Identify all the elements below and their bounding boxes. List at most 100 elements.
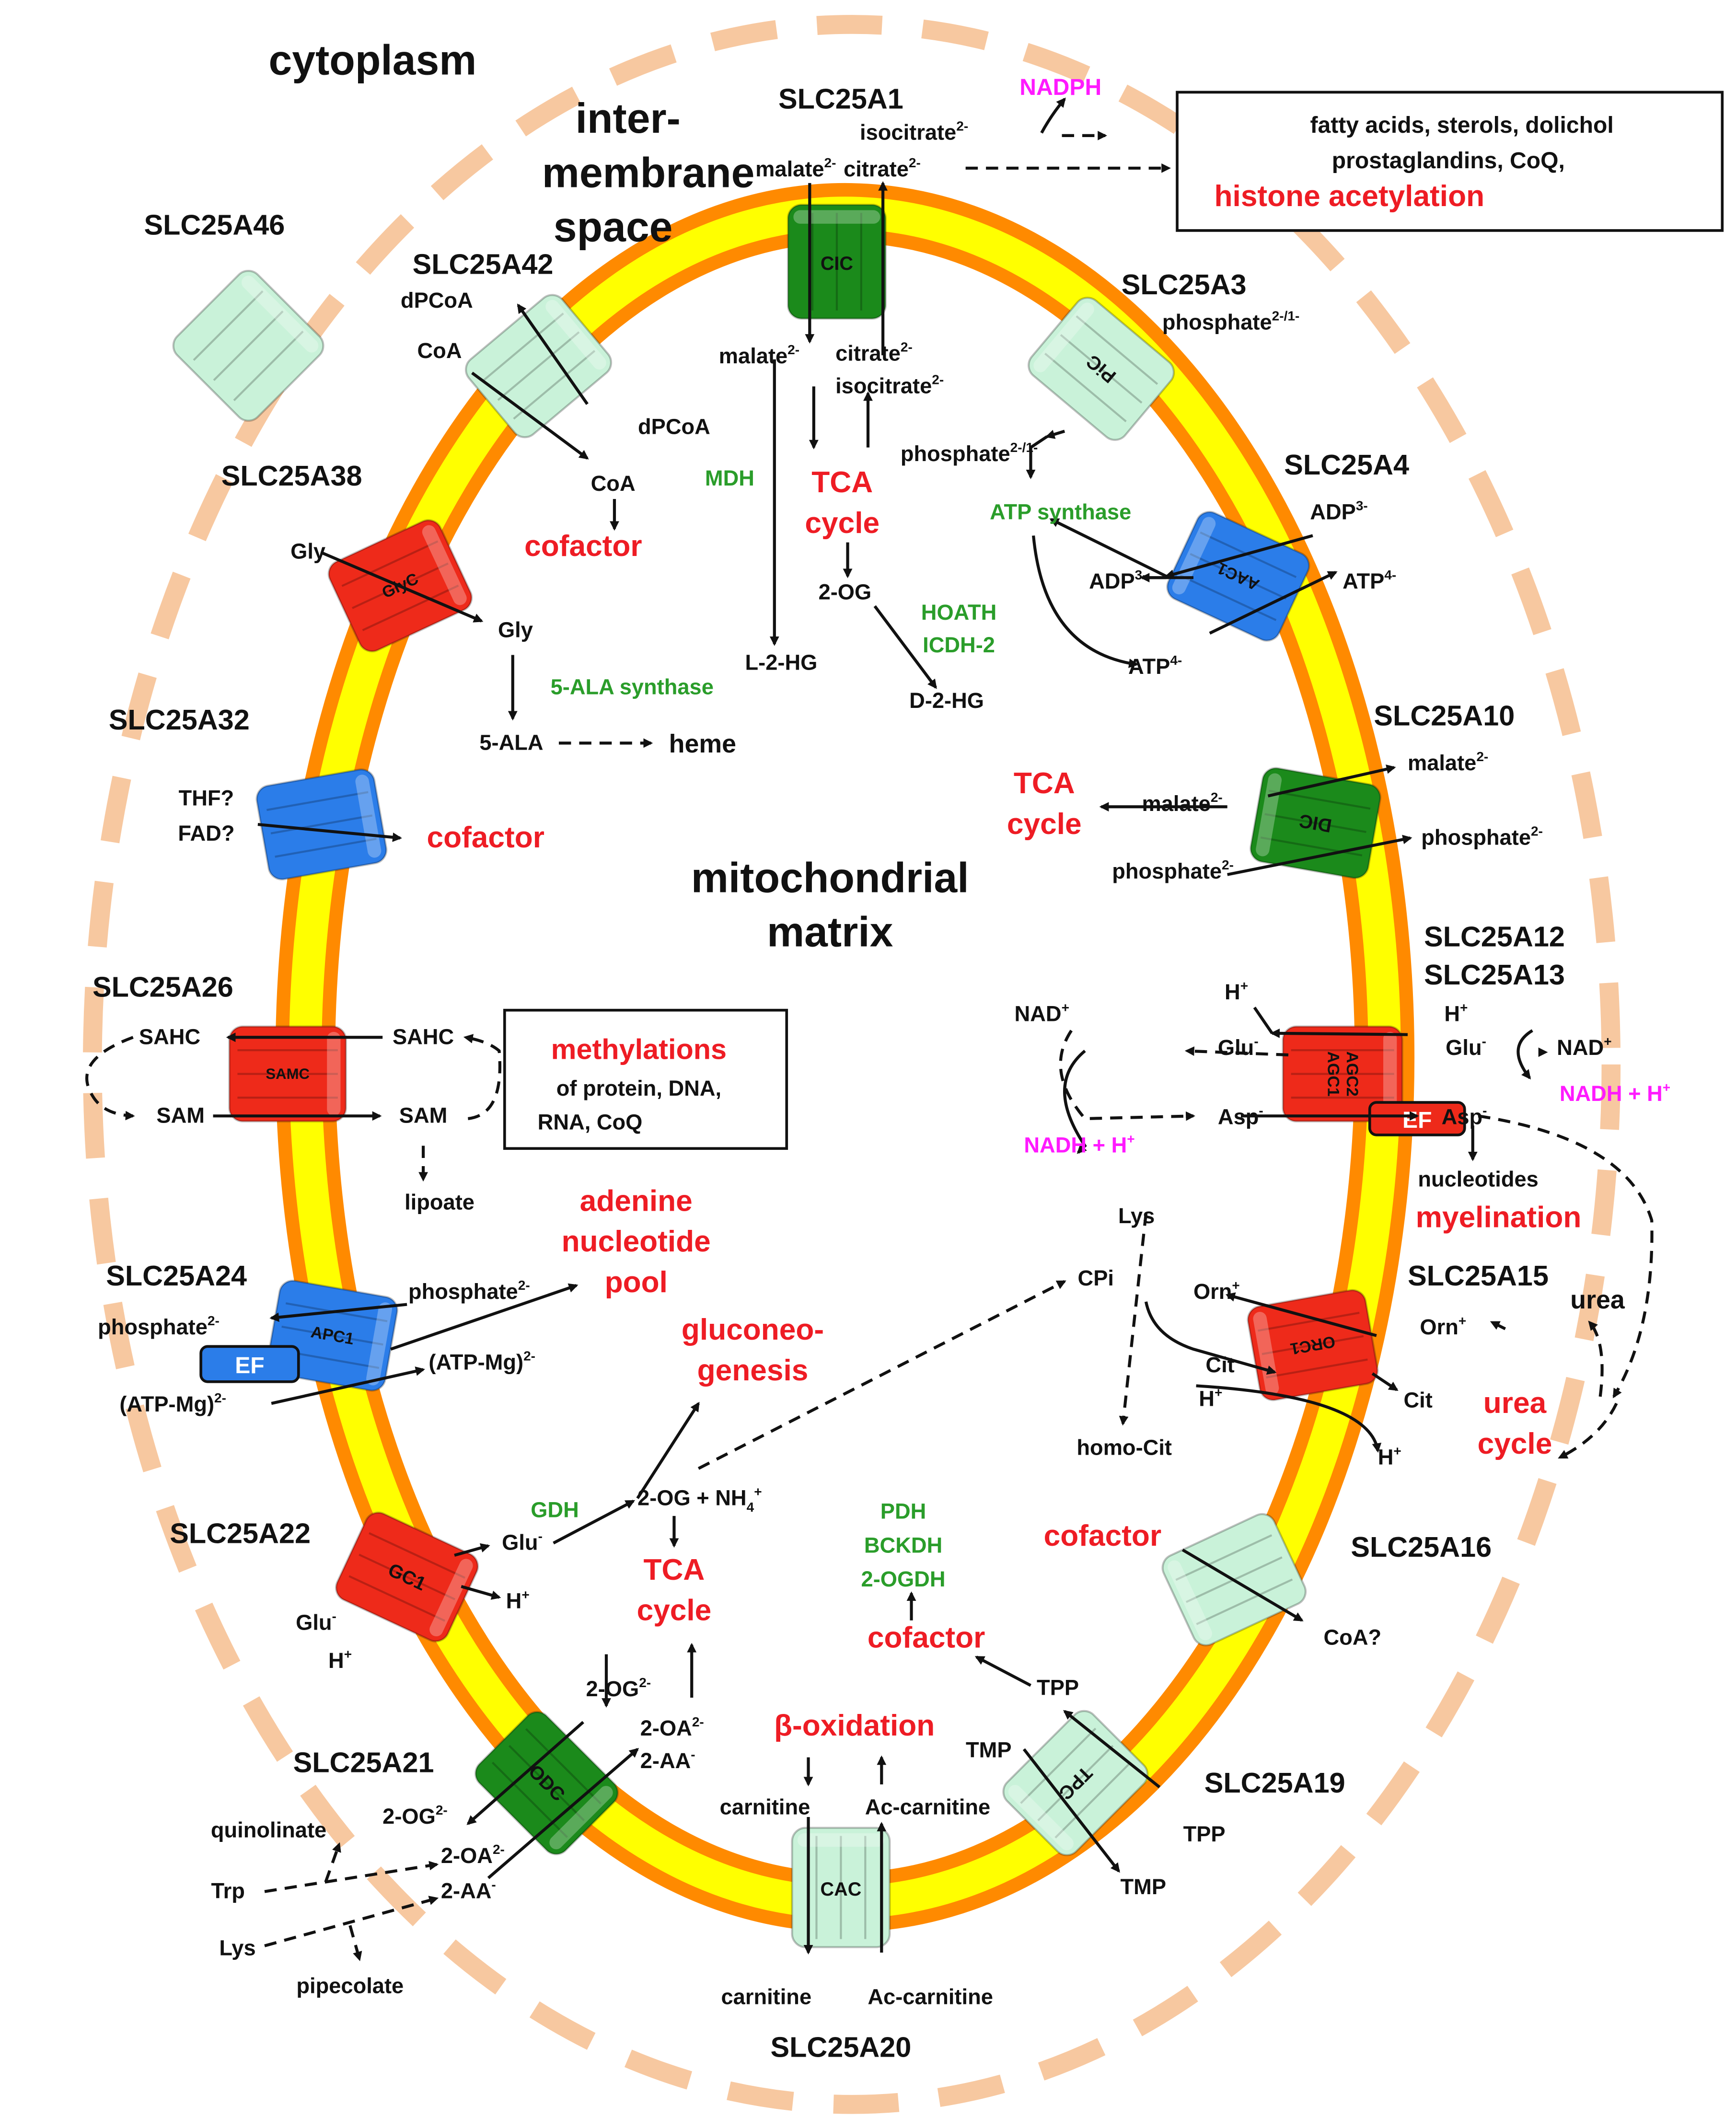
arrow [1184, 1046, 1289, 1057]
reaction-arrows [85, 97, 1654, 1961]
label-93: 2-OG2- [586, 1675, 651, 1701]
label-41: SAHC [139, 1024, 200, 1049]
region-cytoplasm: cytoplasm [269, 37, 477, 84]
carrier-cac [791, 1827, 891, 1948]
label-71: urea [1570, 1285, 1625, 1314]
carrier-agc-label-1: AGC1 [1324, 1051, 1342, 1096]
arrow [257, 822, 402, 842]
label-27: Gly [290, 539, 325, 564]
arrow [463, 1034, 502, 1121]
arrow [1270, 1029, 1408, 1038]
carrier-glyc: GlyC [327, 519, 473, 653]
arrow [1478, 1114, 1654, 1399]
label-24: ADP3- [1089, 567, 1147, 593]
label-39: phosphate2- [1421, 823, 1543, 849]
label-26: ATP4- [1128, 653, 1182, 679]
carrier-pic: PiC [1028, 297, 1175, 441]
label-12: ICDH-2 [923, 633, 995, 657]
gene-slc25a16: SLC25A16 [1351, 1531, 1492, 1563]
label-30: 5-ALA [479, 730, 543, 754]
gene-slc25a1: SLC25A1 [778, 82, 903, 115]
methylations-box [503, 1008, 788, 1150]
arrow [324, 1842, 341, 1883]
label-1: isocitrate2- [860, 118, 968, 144]
label-70: Orn+ [1420, 1313, 1466, 1339]
arrow [1181, 1548, 1304, 1622]
region-intermembrane-2: membrane [542, 149, 755, 196]
label-50: Glu- [1446, 1034, 1486, 1060]
label-49: Glu- [1218, 1034, 1259, 1060]
label-75: H+ [1378, 1443, 1401, 1469]
label-64: (ATP-Mg)2- [119, 1390, 226, 1416]
region-intermembrane-3: space [554, 204, 673, 251]
label-111: TMP [1121, 1875, 1167, 1899]
arrow [1144, 1301, 1277, 1375]
label-15: dPCoA [401, 288, 473, 312]
label-46: NAD+ [1015, 1000, 1069, 1026]
gene-slc25a20: SLC25A20 [770, 2031, 911, 2063]
gene-slc25a3: SLC25A3 [1122, 268, 1247, 301]
arrow [1059, 1030, 1195, 1121]
label-66: genesis [697, 1354, 809, 1387]
label-47: H+ [1225, 978, 1248, 1004]
label-110: TPP [1183, 1822, 1226, 1846]
arrow [269, 1303, 407, 1322]
carrier-gc1: GC1 [335, 1511, 479, 1643]
label-84: H+ [328, 1647, 352, 1673]
label-82: H+ [506, 1587, 530, 1613]
gene-slc25a19: SLC25A19 [1204, 1767, 1345, 1799]
label-57: myelination [1416, 1201, 1582, 1234]
label-60: pool [605, 1266, 668, 1299]
label-92: CoA? [1324, 1625, 1382, 1650]
box-top-line2: prostaglandins, CoQ, [1332, 148, 1565, 174]
carrier-orc1: ORC1 [1247, 1289, 1379, 1401]
carrier-slc25a46 [172, 269, 324, 422]
gene-slc25a26: SLC25A26 [93, 971, 233, 1003]
gene-slc25a15: SLC25A15 [1408, 1260, 1549, 1292]
label-89: 2-OGDH [861, 1567, 946, 1591]
label-31: heme [669, 729, 736, 758]
box-meth-line3: RNA, CoQ [538, 1110, 643, 1134]
arrow [390, 1283, 579, 1351]
label-44: SAM [399, 1103, 448, 1127]
label-10: 2-OG [819, 579, 872, 604]
arrow [1063, 1710, 1161, 1789]
arrow [873, 605, 937, 689]
label-21: phosphate2-/1- [901, 440, 1038, 466]
label-81: Glu- [502, 1529, 543, 1555]
arrow [461, 1585, 501, 1600]
arrow [697, 1280, 1066, 1470]
gene-slc25a42: SLC25A42 [413, 248, 554, 280]
gene-slc25a10: SLC25A10 [1374, 700, 1515, 732]
label-14: D-2-HG [909, 688, 984, 713]
label-28: Gly [498, 618, 533, 642]
label-99: 2-AA- [441, 1877, 496, 1903]
label-77: cycle [1478, 1427, 1552, 1460]
arrow [264, 1896, 439, 1947]
label-8: TCA [811, 466, 873, 499]
connector [1030, 435, 1048, 449]
label-5: citrate2- [835, 340, 913, 366]
label-86: cycle [637, 1594, 712, 1627]
label-36: cycle [1007, 808, 1082, 841]
label-62: phosphate2- [98, 1313, 220, 1339]
label-90: cofactor [868, 1621, 985, 1654]
arrow [517, 303, 589, 405]
svg-text:EF: EF [235, 1353, 264, 1378]
arrow [1164, 534, 1313, 579]
label-38: malate2- [1142, 790, 1222, 816]
label-58: adenine [580, 1184, 693, 1217]
label-103: pipecolate [296, 1974, 404, 1998]
carrier-samc: SAMC [228, 1025, 347, 1123]
label-78: homo-Cit [1076, 1435, 1172, 1460]
label-23: ADP3- [1310, 498, 1368, 524]
carrier-slc25a32 [255, 768, 388, 880]
label-88: BCKDH [864, 1533, 942, 1557]
box-top-line1: fatty acids, sterols, dolichol [1310, 112, 1614, 138]
label-63: (ATP-Mg)2- [428, 1348, 535, 1374]
arrow [1045, 429, 1065, 439]
arrow [466, 1721, 584, 1825]
label-4: malate2- [719, 342, 799, 368]
